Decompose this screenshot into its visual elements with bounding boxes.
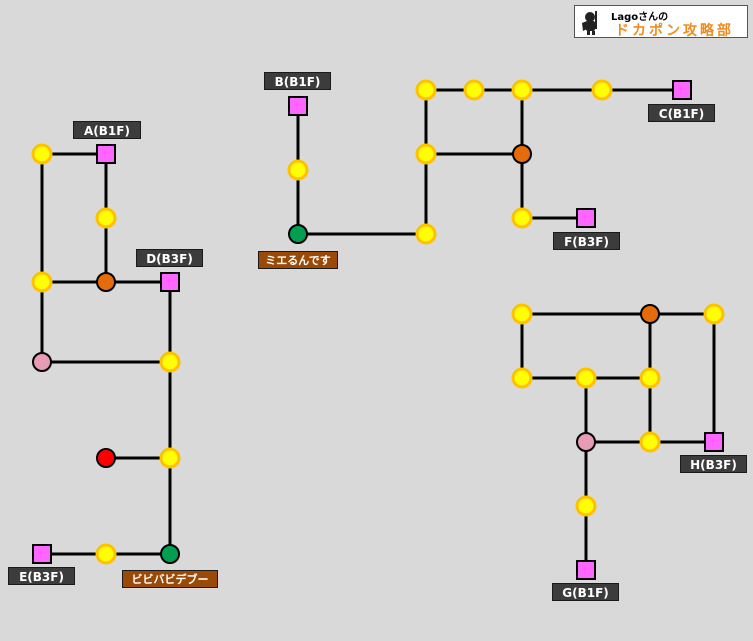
space-node <box>415 223 437 245</box>
space-node <box>159 351 181 373</box>
stairs-node <box>288 96 308 116</box>
label-e: E(B3F) <box>8 567 75 585</box>
space-node <box>639 367 661 389</box>
space-node <box>511 303 533 325</box>
space-node <box>639 431 661 453</box>
space-node <box>159 447 181 469</box>
label-g: G(B1F) <box>552 583 619 601</box>
stairs-node <box>672 80 692 100</box>
special-node <box>576 432 596 452</box>
label-h: H(B3F) <box>680 455 747 473</box>
space-node <box>575 495 597 517</box>
danger-node <box>96 448 116 468</box>
space-node <box>31 143 53 165</box>
space-node <box>463 79 485 101</box>
event-node <box>512 144 532 164</box>
event-node <box>640 304 660 324</box>
space-node <box>575 367 597 389</box>
npc-node <box>160 544 180 564</box>
label-d: D(B3F) <box>136 249 203 267</box>
label-a: A(B1F) <box>73 121 141 139</box>
label-b: B(B1F) <box>264 72 331 90</box>
space-node <box>95 543 117 565</box>
special-node <box>32 352 52 372</box>
npc-node <box>288 224 308 244</box>
stairs-node <box>160 272 180 292</box>
stairs-node <box>576 208 596 228</box>
knight-icon <box>582 11 597 35</box>
space-node <box>511 79 533 101</box>
label-f: F(B3F) <box>553 232 620 250</box>
site-logo: Lagoさんの ドカポン攻略部 <box>574 5 748 39</box>
stairs-node <box>576 560 596 580</box>
space-node <box>95 207 117 229</box>
stairs-node <box>32 544 52 564</box>
space-node <box>703 303 725 325</box>
label-c: C(B1F) <box>648 104 715 122</box>
space-node <box>511 207 533 229</box>
stairs-node <box>96 144 116 164</box>
label-npc-left: ビビバビデブー <box>122 570 218 588</box>
map-paths <box>40 88 716 570</box>
logo-subtitle: Lagoさんの <box>611 12 669 23</box>
space-node <box>287 159 309 181</box>
space-node <box>31 271 53 293</box>
label-npc-mid: ミエるんです <box>258 251 338 269</box>
event-node <box>96 272 116 292</box>
space-node <box>591 79 613 101</box>
stairs-node <box>704 432 724 452</box>
space-node <box>415 143 437 165</box>
map-nodes <box>31 79 725 580</box>
logo-title: ドカポン攻略部 <box>615 23 734 39</box>
space-node <box>511 367 533 389</box>
space-node <box>415 79 437 101</box>
